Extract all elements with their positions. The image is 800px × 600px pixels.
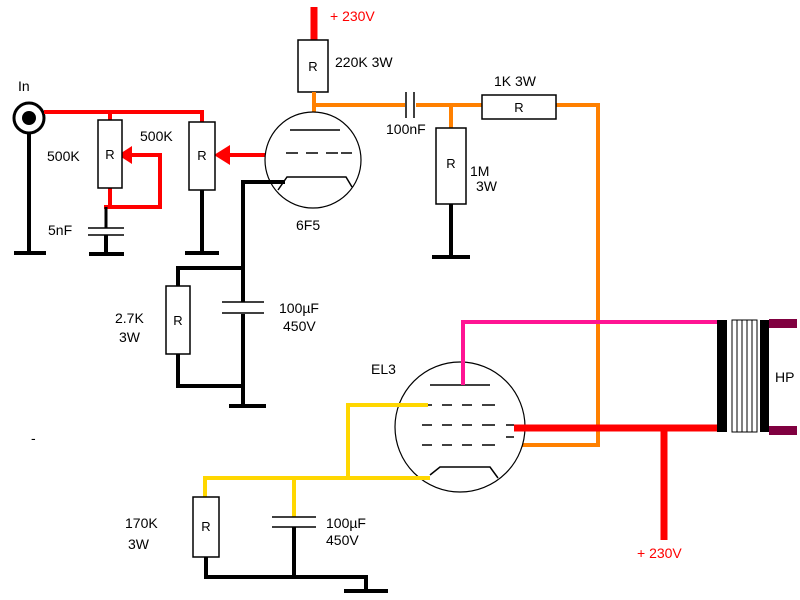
pot-500k-left: R 500K — [47, 119, 123, 189]
resistor-170k: R 170K 3W — [125, 496, 220, 558]
resistor-170k-value: 170K — [125, 515, 158, 531]
resistor-220k: R 220K 3W — [297, 39, 393, 93]
input-label: In — [18, 78, 30, 94]
tube-el3-label: EL3 — [371, 361, 396, 377]
cap-100uf-1: 100µF 450V — [222, 300, 319, 334]
resistor-220k-symbol: R — [308, 59, 317, 74]
resistor-2k7-symbol: R — [173, 313, 182, 328]
pot-500k-right: R 500K — [140, 121, 219, 255]
cathode-network-6f5 — [176, 180, 285, 408]
pot-500k-right-label: 500K — [140, 128, 173, 144]
resistor-170k-power: 3W — [128, 536, 150, 552]
resistor-2k7-power: 3W — [119, 329, 141, 345]
cap-100uf-2-voltage: 450V — [326, 532, 359, 548]
cap-100uf-1-voltage: 450V — [283, 318, 316, 334]
input-jack: In — [12, 78, 46, 255]
tube-6f5: 6F5 — [264, 111, 362, 233]
cap-5nf-label: 5nF — [48, 222, 72, 238]
resistor-1m-power: 3W — [476, 178, 498, 194]
plate-wire-el3 — [461, 320, 719, 385]
resistor-2k7-value: 2.7K — [115, 310, 144, 326]
cap-100nf-label: 100nF — [386, 121, 426, 137]
ground-el3 — [204, 557, 388, 593]
supply-top: + 230V — [310, 7, 375, 40]
tube-el3: EL3 — [371, 361, 526, 493]
cap-100uf-1-value: 100µF — [279, 300, 319, 316]
resistor-2k7: R 2.7K 3W — [115, 285, 191, 355]
pot-500k-right-symbol: R — [197, 148, 206, 163]
supply-bottom-label: + 230V — [637, 545, 682, 561]
resistor-1m: R 1M 3W — [432, 127, 498, 259]
pot-500k-left-label: 500K — [47, 148, 80, 164]
cap-5nf: 5nF — [48, 205, 124, 256]
resistor-1k-label: 1K 3W — [494, 73, 537, 89]
cap-100nf: 100nF — [386, 92, 426, 137]
resistor-1k-symbol: R — [514, 100, 523, 115]
supply-bottom: + 230V — [514, 424, 719, 561]
cap-100uf-2-value: 100µF — [326, 515, 366, 531]
resistor-1m-value: 1M — [470, 163, 489, 179]
resistor-1m-symbol: R — [446, 156, 455, 171]
hp-label: HP — [775, 369, 794, 385]
pot-500k-left-symbol: R — [105, 147, 114, 162]
resistor-220k-label: 220K 3W — [335, 54, 393, 70]
stray-mark: - — [31, 430, 36, 446]
resistor-170k-symbol: R — [201, 519, 210, 534]
tube-6f5-label: 6F5 — [296, 217, 320, 233]
supply-top-label: + 230V — [330, 8, 375, 24]
output-transformer: HP — [717, 319, 797, 435]
cap-100uf-2: 100µF 450V — [272, 515, 366, 577]
resistor-1k: R 1K 3W — [481, 73, 557, 120]
